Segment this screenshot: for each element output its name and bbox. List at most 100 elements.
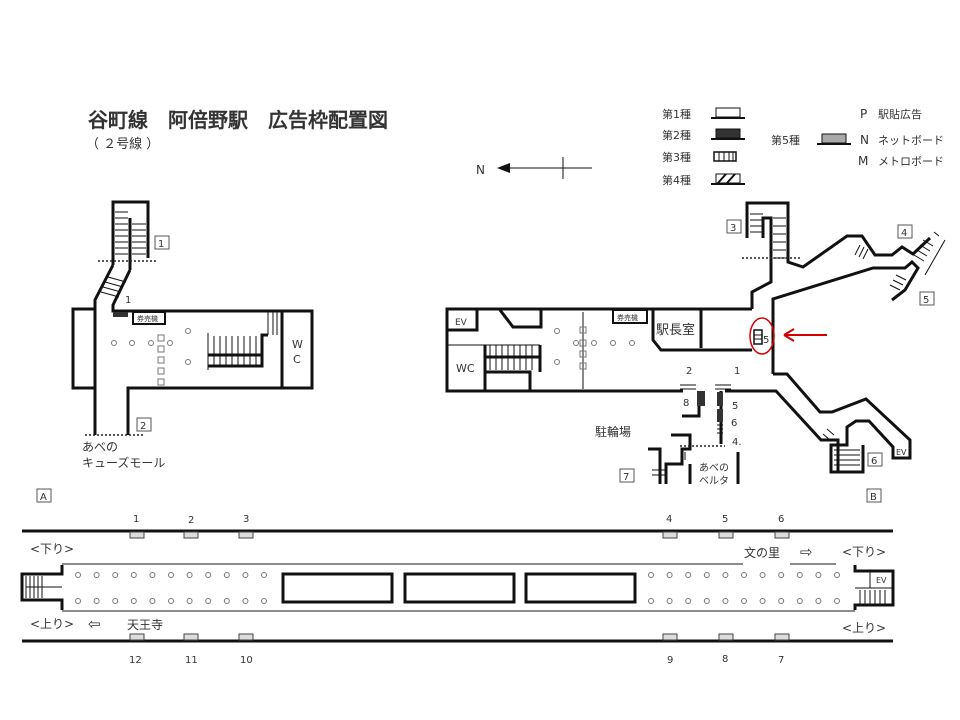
ad-number: 7: [778, 655, 784, 666]
ad-number: 11: [185, 655, 198, 666]
exit-5-badge: [919, 291, 935, 306]
exit-2-badge: [136, 417, 152, 432]
exit-4-badge: [897, 224, 913, 239]
pillar: [205, 598, 212, 604]
pillar: [168, 598, 174, 604]
pillar: [168, 572, 174, 578]
ad-number: 10: [240, 655, 253, 666]
down-destination: 文の里: [744, 545, 780, 560]
exit-5-label: 5: [923, 295, 929, 306]
pillar: [93, 572, 100, 578]
ad-type2-marker: [113, 312, 128, 317]
pillar: [703, 572, 710, 578]
top-ad-markers: [129, 531, 790, 641]
legend-type-5: 第5種: [771, 133, 800, 147]
platform-structure: [403, 572, 516, 604]
down-track-label-right: <下り>: [842, 545, 886, 559]
exit-1-badge: [154, 235, 170, 250]
pillar: [648, 598, 654, 604]
ad-number-4: 4.: [732, 437, 742, 448]
left-concourse: 1 2 1 券売機 W C あべの キューズモール: [71, 200, 314, 470]
pillar: [130, 598, 137, 604]
destination-label-2: キューズモール: [82, 455, 165, 470]
pillar: [186, 598, 193, 604]
highlighted-ad-5[interactable]: 5: [749, 317, 775, 355]
ad-number-1: 1: [125, 295, 131, 306]
ev-label: EV: [455, 318, 468, 328]
ad-number: 5: [722, 514, 728, 525]
pillar: [112, 598, 119, 604]
pillar: [722, 572, 729, 578]
ad-number-6: 6: [731, 418, 737, 429]
ticket-machine-label: 券売機: [137, 314, 158, 323]
platform-structure: [281, 572, 394, 604]
pillar: [778, 598, 785, 604]
ev-label: EV: [876, 576, 887, 585]
page-subtitle: （ ２号線 ）: [86, 136, 159, 152]
pillar: [149, 572, 156, 578]
north-arrow-icon: N: [476, 157, 592, 179]
left-arrow-icon: ⇦: [88, 615, 101, 633]
highlight-circle: [749, 317, 775, 355]
pillar: [93, 598, 100, 604]
legend-code-n: N: [860, 133, 869, 147]
pillar: [112, 572, 119, 578]
stairs-icon: [100, 211, 146, 298]
pillar: [778, 572, 785, 578]
pillar: [666, 572, 673, 578]
pillar: [75, 598, 81, 604]
pillar: [149, 598, 156, 604]
ticket-machine-label: 券売機: [617, 313, 638, 322]
pillar: [186, 572, 193, 578]
ad-number: 9: [667, 655, 673, 666]
page-title: 谷町線 阿倍野駅 広告枠配置図: [88, 108, 388, 132]
pillar: [223, 572, 230, 578]
section-a-label: A: [40, 492, 47, 503]
highlighted-ad-number: 5: [763, 335, 769, 346]
type1-icon: [711, 107, 745, 119]
pointer-arrow-icon: [783, 328, 827, 342]
ad-number: 8: [722, 654, 728, 665]
section-a-badge: [36, 488, 52, 503]
pillar: [75, 572, 81, 578]
wc-label: WC: [456, 362, 475, 375]
type3-icon: [713, 151, 737, 162]
pillar: [703, 598, 710, 604]
pillar: [685, 598, 692, 604]
pillar: [130, 572, 137, 578]
stair-number-2: 2: [686, 366, 692, 377]
station-master-office-label: 駅長室: [656, 322, 695, 338]
pillar: [242, 572, 249, 578]
ad-number: 3: [243, 514, 249, 525]
exit-6-badge: [867, 452, 883, 467]
pillar: [261, 572, 267, 578]
pillar: [741, 598, 747, 604]
destination-label-1: あべの: [82, 440, 118, 454]
pillar: [834, 598, 840, 604]
pillar: [741, 572, 747, 578]
exit-3-badge: [726, 219, 742, 234]
destination-label-1: あべの: [699, 462, 729, 474]
pillar: [796, 572, 803, 578]
exit-4-label: 4: [901, 228, 907, 239]
ad-number: 4: [666, 514, 672, 525]
stair-number-1: 1: [734, 366, 740, 377]
pillar: [759, 572, 766, 578]
legend: 第1種 第2種 第3種 第4種 第5種 P 駅貼広告 N ネットボード M メト…: [662, 107, 944, 187]
section-b-badge: [866, 488, 882, 503]
pillars: [111, 328, 191, 386]
right-concourse: EV WC 券売機 駅長室 3 4 5 EV 6: [445, 201, 946, 487]
legend-type-4: 第4種: [662, 173, 691, 187]
platform-pillars: [75, 572, 840, 604]
right-arrow-icon: ⇨: [800, 543, 813, 561]
legend-code-p-label: 駅貼広告: [878, 107, 922, 121]
ev-label-2: EV: [896, 448, 907, 457]
exit-3-label: 3: [730, 223, 736, 234]
ad-number-5: 5: [732, 401, 738, 412]
ticket-machine: [132, 311, 166, 325]
legend-code-n-label: ネットボード: [878, 134, 944, 147]
ticket-machine: [612, 309, 648, 324]
up-destination: 天王寺: [127, 618, 163, 632]
escalator-icon: [207, 311, 278, 370]
pillar: [261, 598, 267, 604]
